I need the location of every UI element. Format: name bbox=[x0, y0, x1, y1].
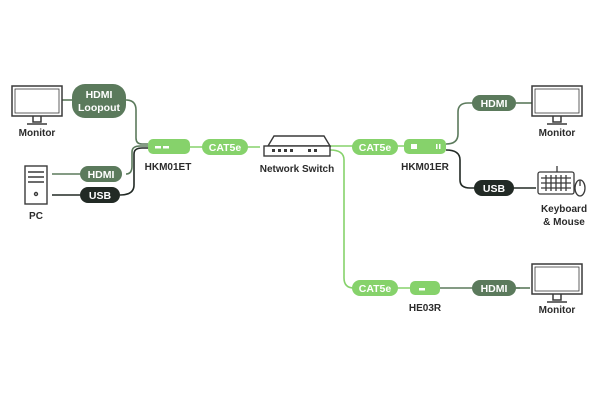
cat5e-bottom-cable: CAT5e bbox=[352, 280, 398, 296]
mouse-label: & Mouse bbox=[543, 217, 585, 228]
svg-text:HDMI: HDMI bbox=[481, 98, 508, 110]
monitor-left-icon bbox=[11, 85, 63, 125]
hkm01er-device-icon bbox=[404, 139, 446, 154]
he-hdmi-cable: HDMI bbox=[472, 280, 516, 296]
network-switch-icon bbox=[263, 135, 332, 157]
he03r-device-icon bbox=[410, 281, 440, 295]
svg-text:Loopout: Loopout bbox=[78, 102, 120, 114]
rx-usb-cable: USB bbox=[474, 180, 514, 196]
svg-text:USB: USB bbox=[483, 183, 506, 195]
cat5e-right-cable: CAT5e bbox=[352, 139, 398, 155]
keyboard-mouse-icon bbox=[537, 166, 586, 197]
monitor-right-bottom-label: Monitor bbox=[539, 305, 576, 316]
wire-usb-tx bbox=[119, 147, 148, 196]
wire-switch-he03r bbox=[329, 149, 420, 289]
cat5e-left-cable: CAT5e bbox=[202, 139, 248, 155]
hkm01et-device-icon bbox=[148, 139, 190, 154]
hdmi-loopout-cable: HDMI Loopout bbox=[72, 84, 126, 118]
wire-rx-usb bbox=[445, 149, 478, 189]
hkm01et-label: HKM01ET bbox=[145, 162, 192, 173]
monitor-right-top-label: Monitor bbox=[539, 128, 576, 139]
wire-hdmi-tx bbox=[125, 145, 148, 175]
hkm01er-label: HKM01ER bbox=[401, 162, 450, 173]
wire-rx-hdmi bbox=[445, 102, 476, 145]
svg-text:CAT5e: CAT5e bbox=[359, 142, 392, 154]
monitor-right-bottom-icon bbox=[531, 263, 583, 303]
pc-usb-cable: USB bbox=[80, 187, 120, 203]
svg-text:USB: USB bbox=[89, 190, 112, 202]
rx-hdmi-cable: HDMI bbox=[472, 95, 516, 111]
monitor-right-top-icon bbox=[531, 85, 583, 125]
pc-tower-icon bbox=[24, 165, 48, 205]
svg-text:CAT5e: CAT5e bbox=[209, 142, 242, 154]
svg-text:HDMI: HDMI bbox=[86, 89, 113, 101]
svg-text:HDMI: HDMI bbox=[88, 169, 115, 181]
pc-hdmi-cable: HDMI bbox=[80, 166, 122, 182]
keyboard-label: Keyboard bbox=[541, 204, 587, 215]
svg-text:CAT5e: CAT5e bbox=[359, 283, 392, 295]
wire-loopout-tx bbox=[125, 99, 148, 145]
monitor-left-label: Monitor bbox=[19, 128, 56, 139]
he03r-label: HE03R bbox=[409, 303, 442, 314]
network-switch-label: Network Switch bbox=[260, 164, 334, 175]
pc-label: PC bbox=[29, 211, 43, 222]
svg-text:HDMI: HDMI bbox=[481, 283, 508, 295]
